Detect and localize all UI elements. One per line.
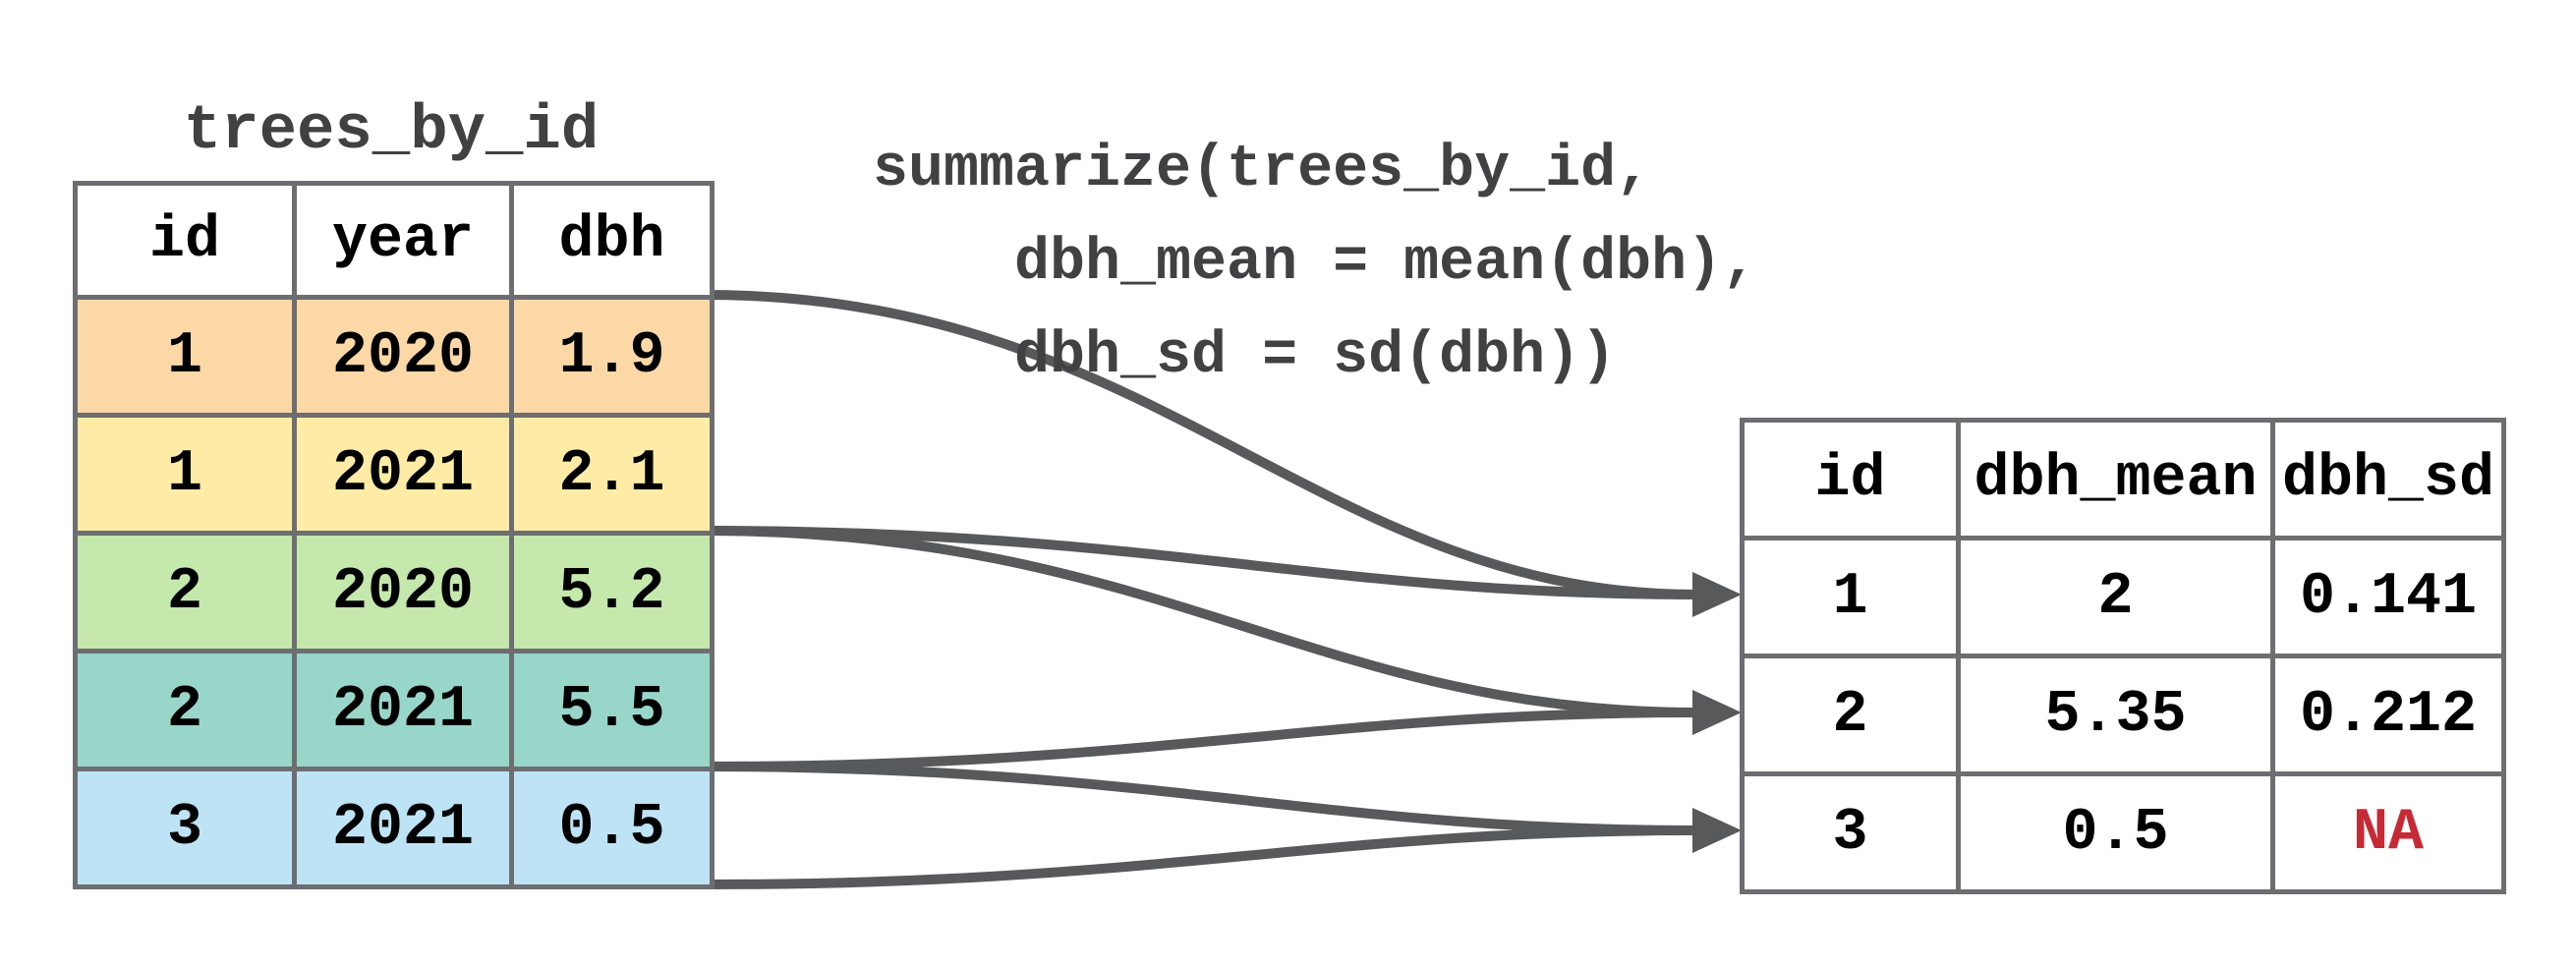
column-header: dbh <box>509 181 715 300</box>
column-header: id <box>73 181 297 300</box>
table-cell: 2021 <box>292 649 514 771</box>
column-header: year <box>292 181 514 300</box>
table-cell: NA <box>2270 771 2506 894</box>
table-cell: 2 <box>73 649 297 771</box>
arrow-curve <box>700 526 1701 599</box>
table-cell: 1.9 <box>509 295 715 418</box>
table-cell: 0.212 <box>2270 654 2506 776</box>
table-cell: 2 <box>73 531 297 654</box>
table-cell: 2 <box>1956 536 2275 658</box>
table-cell: 5.5 <box>509 649 715 771</box>
table-cell: 3 <box>1740 771 1961 894</box>
arrow-curve <box>700 762 1701 835</box>
column-header: dbh_sd <box>2270 418 2506 540</box>
summarize-code: summarize(trees_by_id, dbh_mean = mean(d… <box>873 137 1758 390</box>
table-cell: 2020 <box>292 531 514 654</box>
table-cell: 2021 <box>292 767 514 889</box>
column-header: id <box>1740 418 1961 540</box>
arrow-curve <box>700 825 1701 889</box>
table-cell: 0.141 <box>2270 536 2506 658</box>
arrow-head <box>1692 690 1742 735</box>
table-cell: 1 <box>1740 536 1961 658</box>
table-cell: 5.35 <box>1956 654 2275 776</box>
table-cell: 5.2 <box>509 531 715 654</box>
table-cell: 3 <box>73 767 297 889</box>
arrow-curve <box>700 526 1701 717</box>
table-cell: 1 <box>73 295 297 418</box>
arrow-head <box>1692 808 1742 853</box>
table-cell: 2020 <box>292 295 514 418</box>
arrow-head <box>1692 572 1742 617</box>
table-cell: 0.5 <box>1956 771 2275 894</box>
table-cell: 2021 <box>292 413 514 536</box>
source-table-title: trees_by_id <box>183 96 600 167</box>
table-cell: 1 <box>73 413 297 536</box>
column-header: dbh_mean <box>1956 418 2275 540</box>
table-cell: 2.1 <box>509 413 715 536</box>
table-cell: 2 <box>1740 654 1961 776</box>
arrow-curve <box>700 708 1701 771</box>
table-cell: 0.5 <box>509 767 715 889</box>
